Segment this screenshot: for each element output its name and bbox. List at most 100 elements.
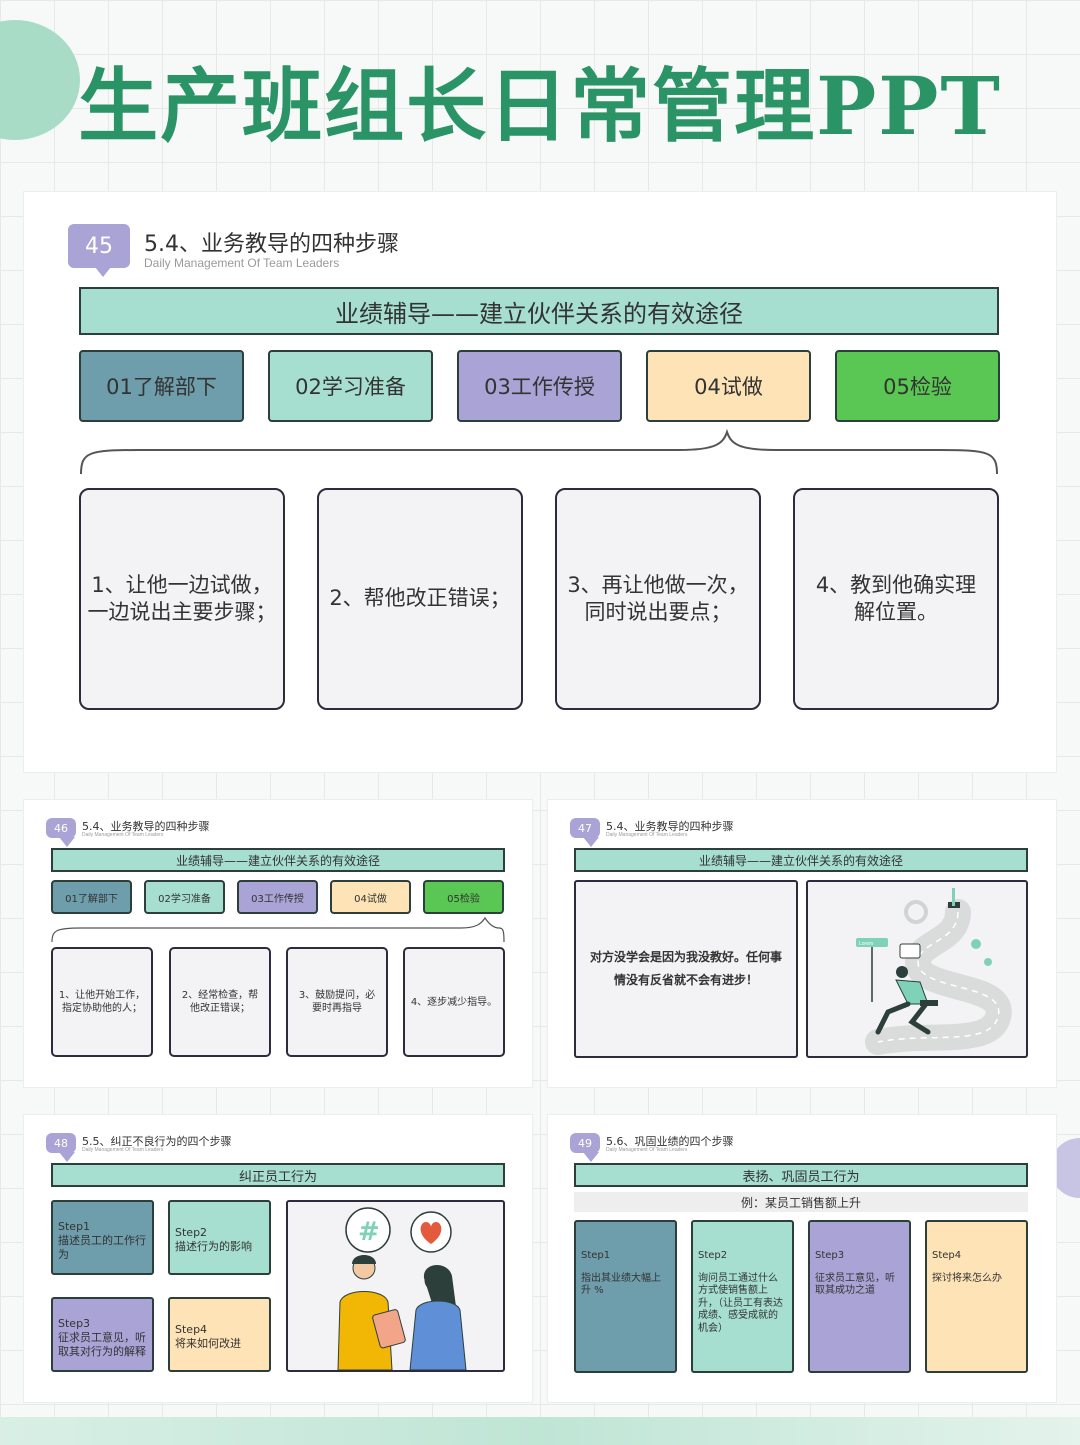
slide-number: 45 xyxy=(85,234,113,259)
step-text: 探讨将来怎么办 xyxy=(932,1273,1002,1284)
card-text: 4、教到他确实理 解位置。 xyxy=(816,572,976,627)
step-label: 03工作传授 xyxy=(484,371,595,401)
card-text: 4、逐步减少指导。 xyxy=(411,996,497,1009)
detail-card-2: 2、帮他改正错误； xyxy=(317,488,523,710)
step-label: 04试做 xyxy=(694,371,763,401)
slide-49[interactable]: 49 5.6、巩固业绩的四个步骤 Daily Management Of Tea… xyxy=(548,1115,1056,1402)
illustration-card: Lorem xyxy=(806,880,1028,1058)
behavior-step-3[interactable]: Step3 征求员工意见，听取其对行为的解释 xyxy=(51,1297,154,1372)
card-text: 3、鼓励提问，必 要时再指导 xyxy=(299,989,375,1015)
example-strip: 例：某员工销售额上升 xyxy=(574,1192,1028,1212)
step-box-2[interactable]: 02学习准备 xyxy=(144,880,225,914)
step-number: Step4 xyxy=(175,1323,264,1337)
page-title: 生产班组长日常管理PPT xyxy=(0,42,1080,158)
banner-bar: 业绩辅导——建立伙伴关系的有效途径 xyxy=(51,848,505,872)
step-box-1[interactable]: 01了解部下 xyxy=(79,350,244,422)
praise-step-1[interactable]: Step1 指出其业绩大幅上升 % xyxy=(574,1220,677,1373)
step-box-5[interactable]: 05检验 xyxy=(423,880,504,914)
step-text: 征求员工意见，听取其成功之道 xyxy=(815,1273,895,1297)
behavior-step-2[interactable]: Step2 描述行为的影响 xyxy=(168,1200,271,1275)
banner-text: 业绩辅导——建立伙伴关系的有效途径 xyxy=(335,294,743,329)
slide-48[interactable]: 48 5.5、纠正不良行为的四个步骤 Daily Management Of T… xyxy=(24,1115,532,1402)
people-talking-illustration: # xyxy=(288,1202,503,1370)
step-number: Step2 xyxy=(175,1226,264,1240)
step-label: 01了解部下 xyxy=(65,890,118,905)
step-label: 03工作传授 xyxy=(251,890,304,905)
card-text: 2、经常检查，帮 他改正错误； xyxy=(182,989,258,1015)
step-text: 指出其业绩大幅上升 % xyxy=(581,1273,661,1297)
detail-card-1: 1、让他一边试做， 一边说出主要步骤； xyxy=(79,488,285,710)
card-text: 1、让他开始工作， 指定协助他的人； xyxy=(59,989,145,1015)
card-text: 1、让他一边试做， 一边说出主要步骤； xyxy=(88,572,277,627)
card-text: 3、再让他做一次， 同时说出要点； xyxy=(567,572,748,627)
step-text: 描述员工的工作行为 xyxy=(58,1234,146,1261)
banner-bar: 业绩辅导——建立伙伴关系的有效途径 xyxy=(79,287,999,335)
praise-step-3[interactable]: Step3 征求员工意见，听取其成功之道 xyxy=(808,1220,911,1373)
step-number: Step3 xyxy=(815,1250,904,1263)
behavior-step-1[interactable]: Step1 描述员工的工作行为 xyxy=(51,1200,154,1275)
step-box-3[interactable]: 03工作传授 xyxy=(237,880,318,914)
quote-card: 对方没学会是因为我没教好。任何事 情没有反省就不会有进步！ xyxy=(574,880,798,1058)
praise-step-4[interactable]: Step4 探讨将来怎么办 xyxy=(925,1220,1028,1373)
quote-text: 对方没学会是因为我没教好。任何事 情没有反省就不会有进步！ xyxy=(590,946,782,992)
detail-card-4: 4、逐步减少指导。 xyxy=(403,947,505,1057)
slide-number-badge: 47 xyxy=(570,818,600,838)
slide-subtitle: Daily Management Of Team Leaders xyxy=(82,1147,163,1153)
slide-46[interactable]: 46 5.4、业务教导的四种步骤 Daily Management Of Tea… xyxy=(24,800,532,1087)
step-label: 01了解部下 xyxy=(106,371,217,401)
step-box-5[interactable]: 05检验 xyxy=(835,350,1000,422)
step-label: 02学习准备 xyxy=(295,371,406,401)
slide-number: 49 xyxy=(578,1137,592,1150)
slide-number-badge: 49 xyxy=(570,1133,600,1153)
brace-connector xyxy=(51,916,505,944)
step-number: Step3 xyxy=(58,1317,147,1331)
behavior-step-4[interactable]: Step4 将来如何改进 xyxy=(168,1297,271,1372)
slide-number: 47 xyxy=(578,822,592,835)
illustration-sign-text: Lorem xyxy=(859,941,873,947)
banner-bar: 业绩辅导——建立伙伴关系的有效途径 xyxy=(574,848,1028,872)
detail-card-2: 2、经常检查，帮 他改正错误； xyxy=(169,947,271,1057)
detail-card-4: 4、教到他确实理 解位置。 xyxy=(793,488,999,710)
slide-number: 46 xyxy=(54,822,68,835)
praise-step-2[interactable]: Step2 询问员工通过什么方式使销售额上升，（让员工有表达成绩、感受成就的机会… xyxy=(691,1220,794,1373)
slide-47[interactable]: 47 5.4、业务教导的四种步骤 Daily Management Of Tea… xyxy=(548,800,1056,1087)
step-number: Step2 xyxy=(698,1250,787,1263)
slide-subtitle: Daily Management Of Team Leaders xyxy=(82,832,163,838)
step-label: 05检验 xyxy=(883,371,952,401)
decorative-wave xyxy=(0,1417,1080,1445)
step-number: Step1 xyxy=(581,1250,670,1263)
step-box-4[interactable]: 04试做 xyxy=(330,880,411,914)
detail-card-3: 3、鼓励提问，必 要时再指导 xyxy=(286,947,388,1057)
step-label: 05检验 xyxy=(447,890,480,905)
step-text: 描述行为的影响 xyxy=(175,1240,252,1253)
banner-text: 业绩辅导——建立伙伴关系的有效途径 xyxy=(176,852,380,869)
slide-45[interactable]: 45 5.4、业务教导的四种步骤 Daily Management Of Tea… xyxy=(24,192,1056,772)
slide-title: 5.4、业务教导的四种步骤 xyxy=(144,226,399,258)
step-box-4[interactable]: 04试做 xyxy=(646,350,811,422)
conversation-illustration: # xyxy=(286,1200,505,1372)
brace-connector xyxy=(79,428,999,478)
banner-text: 纠正员工行为 xyxy=(239,1166,317,1185)
example-text: 例：某员工销售额上升 xyxy=(741,1194,861,1211)
banner-bar: 纠正员工行为 xyxy=(51,1163,505,1187)
slide-number-badge: 46 xyxy=(46,818,76,838)
step-text: 询问员工通过什么方式使销售额上升，（让员工有表达成绩、感受成就的机会） xyxy=(698,1273,783,1334)
step-box-3[interactable]: 03工作传授 xyxy=(457,350,622,422)
slide-subtitle: Daily Management Of Team Leaders xyxy=(606,832,687,838)
detail-card-1: 1、让他开始工作， 指定协助他的人； xyxy=(51,947,153,1057)
slide-subtitle: Daily Management Of Team Leaders xyxy=(144,256,339,270)
step-text: 征求员工意见，听取其对行为的解释 xyxy=(58,1331,146,1358)
slide-number-badge: 45 xyxy=(68,224,130,268)
step-box-2[interactable]: 02学习准备 xyxy=(268,350,433,422)
step-number: Step1 xyxy=(58,1220,147,1234)
road-illustration: Lorem xyxy=(808,882,1026,1056)
step-label: 02学习准备 xyxy=(158,890,211,905)
slide-number: 48 xyxy=(54,1137,68,1150)
slide-number-badge: 48 xyxy=(46,1133,76,1153)
banner-bar: 表扬、巩固员工行为 xyxy=(574,1163,1028,1187)
step-box-1[interactable]: 01了解部下 xyxy=(51,880,132,914)
slide-subtitle: Daily Management Of Team Leaders xyxy=(606,1147,687,1153)
step-label: 04试做 xyxy=(354,890,387,905)
detail-card-3: 3、再让他做一次， 同时说出要点； xyxy=(555,488,761,710)
step-number: Step4 xyxy=(932,1250,1021,1263)
